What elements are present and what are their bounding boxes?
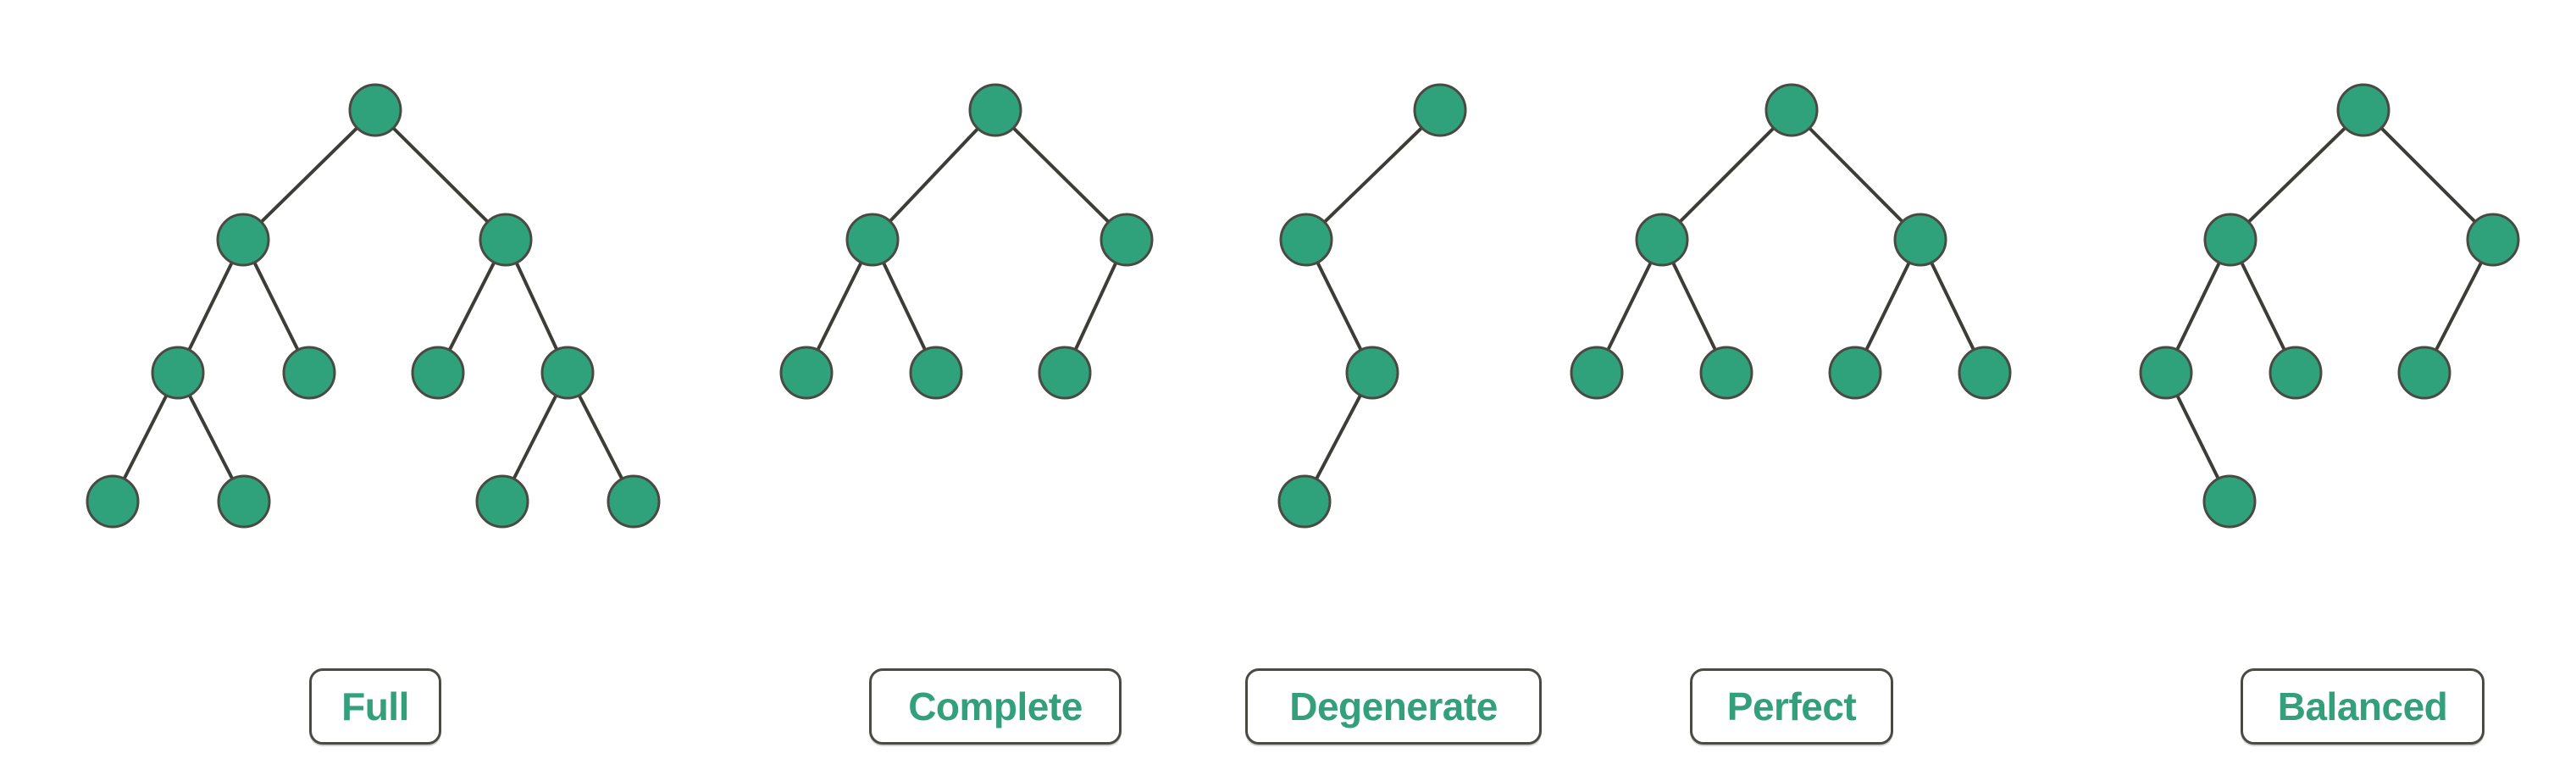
tree-label-text: Full xyxy=(341,684,409,728)
tree-node[interactable] xyxy=(2202,474,2257,529)
tree-node[interactable] xyxy=(2269,346,2323,400)
tree-node[interactable] xyxy=(411,346,465,400)
tree-node[interactable] xyxy=(968,83,1022,137)
tree-edge xyxy=(576,391,625,483)
tree-node[interactable] xyxy=(217,474,271,529)
tree-edges-degenerate xyxy=(1314,125,1425,483)
tree-label-chip-perfect[interactable]: Perfect xyxy=(1690,668,1893,745)
tree-node[interactable] xyxy=(348,83,402,137)
tree-node[interactable] xyxy=(2397,346,2451,400)
tree-node[interactable] xyxy=(2466,213,2520,267)
tree-node[interactable] xyxy=(86,474,140,529)
tree-node[interactable] xyxy=(282,346,336,400)
tree-node[interactable] xyxy=(1277,474,1332,529)
tree-node[interactable] xyxy=(1828,346,1882,400)
tree-node[interactable] xyxy=(2336,83,2390,137)
tree-edge xyxy=(1321,125,1425,225)
tree-node[interactable] xyxy=(779,346,834,400)
tree-edge xyxy=(121,391,169,483)
tree-node[interactable] xyxy=(1570,346,1624,400)
tree-label-text: Perfect xyxy=(1726,684,1857,728)
tree-edge xyxy=(2174,259,2222,353)
tree-edge xyxy=(390,125,491,225)
tree-edge xyxy=(1929,259,1976,353)
tree-edge xyxy=(1605,259,1654,353)
tree-edge xyxy=(815,259,864,353)
tree-group-complete xyxy=(779,83,1154,400)
tree-nodes-degenerate xyxy=(1277,83,1467,529)
tree-edge xyxy=(1676,125,1777,225)
tree-edges-balanced xyxy=(2174,125,2485,482)
tree-node[interactable] xyxy=(2139,346,2193,400)
tree-edge xyxy=(511,391,559,483)
tree-node[interactable] xyxy=(1100,213,1154,267)
tree-label-text: Degenerate xyxy=(1289,684,1498,728)
tree-node[interactable] xyxy=(1279,213,1333,267)
tree-node[interactable] xyxy=(845,213,900,267)
tree-label-text: Balanced xyxy=(2277,684,2448,728)
tree-node[interactable] xyxy=(1893,213,1947,267)
tree-edge xyxy=(2433,258,2485,354)
tree-node[interactable] xyxy=(216,213,270,267)
tree-node[interactable] xyxy=(607,474,661,529)
tree-edge xyxy=(252,259,301,353)
tree-node[interactable] xyxy=(909,346,963,400)
tree-edge xyxy=(1072,259,1119,353)
tree-edge xyxy=(258,125,361,225)
tree-nodes-full xyxy=(86,83,661,529)
tree-edge xyxy=(2246,125,2348,225)
tree-edge xyxy=(186,391,235,483)
tree-edge xyxy=(513,259,560,353)
tree-nodes-balanced xyxy=(2139,83,2520,529)
tree-label-chip-full[interactable]: Full xyxy=(309,668,441,745)
tree-node[interactable] xyxy=(1413,83,1467,137)
tree-node[interactable] xyxy=(1764,83,1819,137)
tree-label-text: Complete xyxy=(908,684,1083,728)
tree-node[interactable] xyxy=(540,346,595,400)
tree-group-full xyxy=(86,83,661,529)
tree-edge xyxy=(887,125,981,224)
tree-edge xyxy=(2174,392,2221,482)
tree-edge xyxy=(1315,259,1364,353)
tree-edge xyxy=(186,259,235,353)
tree-edge xyxy=(1314,391,1363,483)
tree-nodes-complete xyxy=(779,83,1154,400)
tree-group-degenerate xyxy=(1277,83,1467,529)
tree-node[interactable] xyxy=(151,346,205,400)
tree-label-chip-balanced[interactable]: Balanced xyxy=(2241,668,2485,745)
tree-edge xyxy=(1864,259,1912,353)
tree-node[interactable] xyxy=(1958,346,2012,400)
tree-edge xyxy=(446,258,497,354)
tree-edges-full xyxy=(121,125,625,483)
tree-edge xyxy=(881,259,928,353)
tree-group-perfect xyxy=(1570,83,2012,400)
tree-edge xyxy=(1010,125,1112,225)
tree-node[interactable] xyxy=(479,213,533,267)
tree-node[interactable] xyxy=(1345,346,1399,400)
tree-node[interactable] xyxy=(2203,213,2257,267)
tree-label-chip-degenerate[interactable]: Degenerate xyxy=(1245,668,1542,745)
tree-edge xyxy=(1670,259,1718,353)
tree-edge xyxy=(2239,259,2287,353)
tree-edge xyxy=(1806,125,1906,225)
tree-edge xyxy=(2378,125,2479,225)
tree-group-balanced xyxy=(2139,83,2520,529)
tree-node[interactable] xyxy=(1038,346,1092,400)
tree-label-chip-complete[interactable]: Complete xyxy=(869,668,1122,745)
tree-node[interactable] xyxy=(475,474,529,529)
tree-node[interactable] xyxy=(1699,346,1753,400)
tree-node[interactable] xyxy=(1635,213,1689,267)
tree-nodes-perfect xyxy=(1570,83,2012,400)
